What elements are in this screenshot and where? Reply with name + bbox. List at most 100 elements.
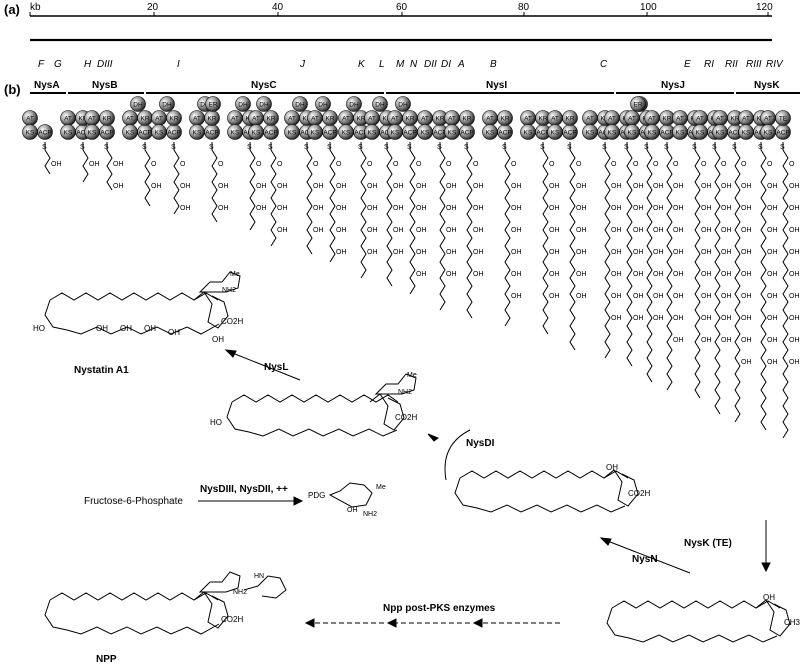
chain-9-oh-4: OH xyxy=(313,227,324,234)
module-6-kr-domain-text: KR xyxy=(207,116,216,123)
module-27-acp-domain-text: ACP xyxy=(776,130,789,137)
module-9-ks-domain: KS xyxy=(284,124,300,140)
chain-20-oh-3: OH xyxy=(633,205,644,212)
module-18-acp-domain-text: ACP xyxy=(563,130,576,137)
module-7-dh-domain-text: DH xyxy=(238,102,248,109)
module-24-at-domain: AT xyxy=(692,110,708,126)
chain-7-oh-1: O xyxy=(256,161,262,168)
chain-13-oh-3: OH xyxy=(416,205,427,212)
chain-3-s: S xyxy=(104,144,109,151)
module-5-at-domain-text: AT xyxy=(155,116,163,123)
module-25-at-domain-text: AT xyxy=(716,116,724,123)
module-14-at-domain: AT xyxy=(417,110,433,126)
module-15-ks-domain: KS xyxy=(444,124,460,140)
chain-24 xyxy=(714,142,721,415)
chain-22-oh-2: OH xyxy=(673,183,684,190)
module-2-acp-domain-text: ACP xyxy=(76,130,89,137)
module-13-at-domain-text: AT xyxy=(391,116,399,123)
chain-25-oh-9: OH xyxy=(741,337,752,344)
module-8-dh-domain: DH xyxy=(256,96,272,112)
chain-16-oh-1: O xyxy=(511,161,517,168)
chain-25-oh-3: OH xyxy=(741,205,752,212)
module-3-acp-domain: ACP xyxy=(99,124,115,140)
chain-3-oh-2: OH xyxy=(113,183,124,190)
gene-label-ri: RI xyxy=(704,59,714,70)
module-23-at-domain-text: AT xyxy=(676,116,684,123)
module-6-acp-domain-text: ACP xyxy=(205,130,218,137)
chain-22-oh-4: OH xyxy=(673,227,684,234)
chain-18-oh-6: OH xyxy=(576,271,587,278)
gene-label-b: B xyxy=(490,59,497,70)
pdg-nh2: NH2 xyxy=(363,511,377,518)
module-7-at-domain-text: AT xyxy=(231,116,239,123)
chain-16-oh-7: OH xyxy=(511,293,522,300)
module-16-ks-domain-text: KS xyxy=(486,130,495,137)
chain-5-oh-2: OH xyxy=(180,183,191,190)
chain-1-s: S xyxy=(42,144,47,151)
module-20-ks-domain-text: KS xyxy=(608,130,617,137)
chain-7-oh-2: OH xyxy=(256,183,267,190)
chain-20-oh-6: OH xyxy=(633,271,644,278)
module-7-ks-domain-text: KS xyxy=(231,130,240,137)
module-10-kr-domain-text: KR xyxy=(325,116,334,123)
chain-17-oh-6: OH xyxy=(549,271,560,278)
chain-10-oh-1: O xyxy=(336,161,342,168)
module-11-at-domain: AT xyxy=(338,110,354,126)
module-10-at-domain: AT xyxy=(307,110,323,126)
chain-18-oh-1: O xyxy=(576,161,582,168)
module-22-kr-domain-text: KR xyxy=(662,116,671,123)
chain-18-s: S xyxy=(567,144,572,151)
chain-13-oh-5: OH xyxy=(416,249,427,256)
chain-26-s: S xyxy=(758,144,763,151)
module-1-ks-domain-text: KS xyxy=(26,130,35,137)
module-16-acp-domain-text: ACP xyxy=(498,130,511,137)
module-18-kr-domain-text: KR xyxy=(565,116,574,123)
gene-label-h: H xyxy=(84,59,92,70)
chain-12-oh-2: OH xyxy=(393,183,404,190)
chain-9-oh-2: OH xyxy=(313,183,324,190)
chain-27-oh-2: OH xyxy=(789,183,800,190)
chain-23-oh-8: OH xyxy=(701,315,712,322)
chain-11-oh-2: OH xyxy=(367,183,378,190)
module-12-at-domain: AT xyxy=(364,110,380,126)
chain-17-oh-1: O xyxy=(549,161,555,168)
kb-label: kb xyxy=(30,2,41,13)
module-10-ks-domain: KS xyxy=(307,124,323,140)
gene-label-m: M xyxy=(396,59,405,70)
module-11-ks-domain-text: KS xyxy=(342,130,351,137)
chain-25-oh-2: OH xyxy=(741,183,752,190)
chain-21-oh-1: O xyxy=(653,161,659,168)
chain-5-oh-3: OH xyxy=(180,205,191,212)
gene-label-riii: RIII xyxy=(746,59,762,70)
tick-20: 20 xyxy=(147,2,159,13)
chain-25-oh-10: OH xyxy=(741,359,752,366)
module-17-ks-domain: KS xyxy=(520,124,536,140)
module-2-ks-domain: KS xyxy=(60,124,76,140)
chain-16-s: S xyxy=(502,144,507,151)
module-18-ks-domain: KS xyxy=(547,124,563,140)
module-24-ks-domain-text: KS xyxy=(696,130,705,137)
npp-co2h: CO2H xyxy=(221,615,243,624)
module-13-acp-domain: ACP xyxy=(402,124,418,140)
chain-25-oh-4: OH xyxy=(741,227,752,234)
module-5-acp-domain-text: ACP xyxy=(167,130,180,137)
module-27-at-domain: AT xyxy=(760,110,776,126)
chain-19-s: S xyxy=(602,144,607,151)
module-14-ks-domain-text: KS xyxy=(421,130,430,137)
chain-21-s: S xyxy=(644,144,649,151)
chain-19-oh-3: OH xyxy=(611,205,622,212)
module-10-dh-domain-text: DH xyxy=(318,102,328,109)
nysn-label: NysN xyxy=(632,554,658,565)
module-13-acp-domain-text: ACP xyxy=(403,130,416,137)
module-9-at-domain: AT xyxy=(284,110,300,126)
module-11-dh-domain-text: DH xyxy=(349,102,359,109)
chain-26-oh-9: OH xyxy=(767,337,778,344)
chain-13-s: S xyxy=(407,144,412,151)
chain-24-s: S xyxy=(712,144,717,151)
chain-14-oh-3: OH xyxy=(446,205,457,212)
pdg-oh: OH xyxy=(347,507,358,514)
module-4-ks-domain-text: KS xyxy=(126,130,135,137)
chain-8-oh-2: OH xyxy=(277,183,288,190)
module-13-at-domain: AT xyxy=(387,110,403,126)
